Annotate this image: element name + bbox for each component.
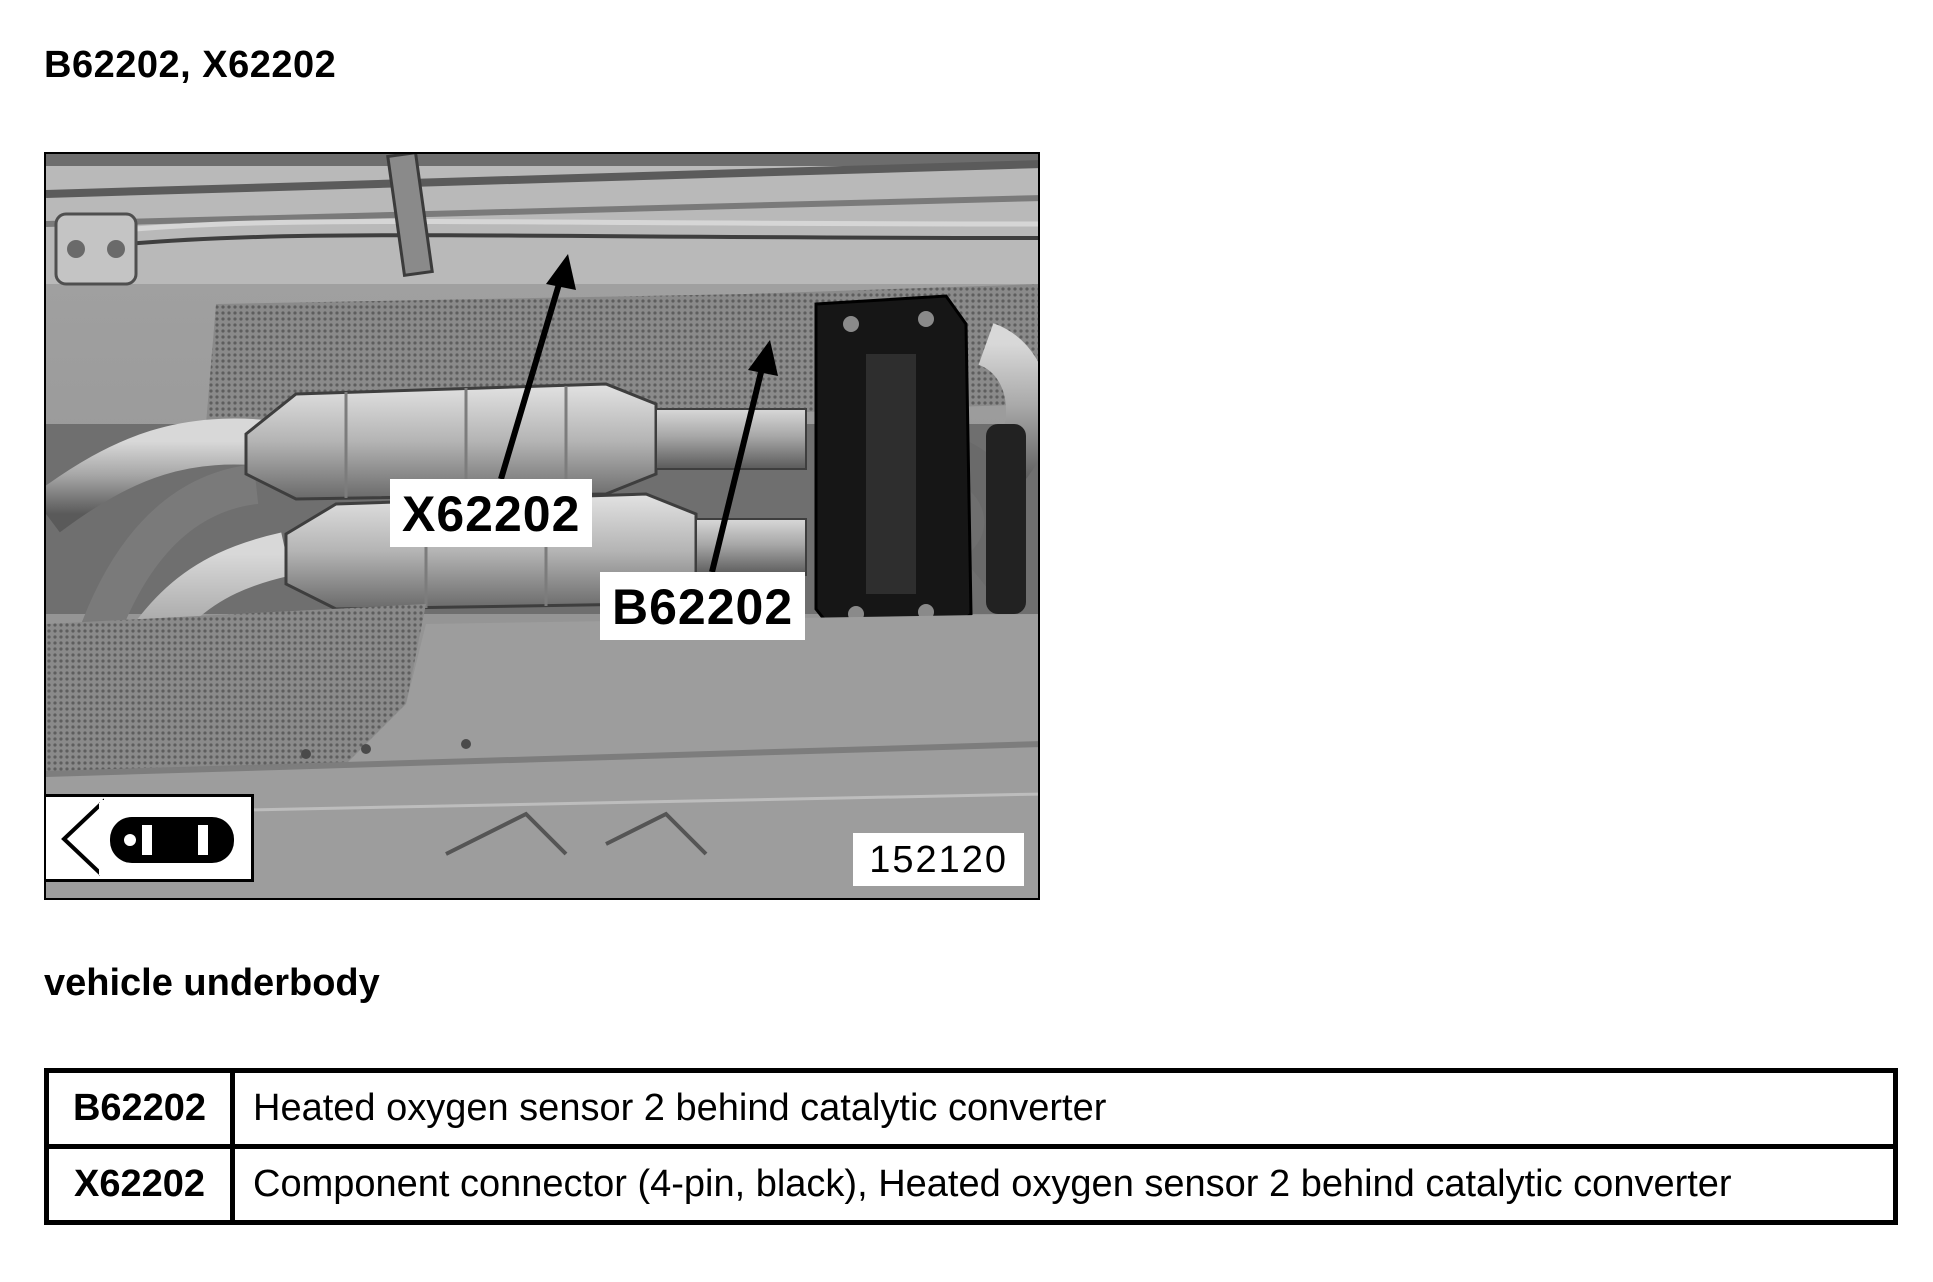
legend-description: Heated oxygen sensor 2 behind catalytic …: [230, 1068, 1898, 1149]
figure-number: 152120: [853, 833, 1024, 886]
underbody-photo: X62202 B62202 152120: [44, 152, 1040, 900]
table-row: X62202 Component connector (4-pin, black…: [44, 1144, 1898, 1225]
figure-caption: vehicle underbody: [44, 962, 380, 1004]
legend-table: B62202 Heated oxygen sensor 2 behind cat…: [44, 1068, 1898, 1225]
legend-code: B62202: [44, 1068, 235, 1149]
table-row: B62202 Heated oxygen sensor 2 behind cat…: [44, 1068, 1898, 1149]
legend-code: X62202: [44, 1144, 235, 1225]
underbody-illustration: [46, 154, 1038, 898]
connector-callout-label: X62202: [390, 479, 593, 547]
page-heading: B62202, X62202: [44, 44, 337, 86]
legend-description: Component connector (4-pin, black), Heat…: [230, 1144, 1898, 1225]
sensor-callout-label: B62202: [600, 572, 806, 640]
vehicle-front-arrow-icon: [61, 798, 250, 880]
orientation-badge: [46, 794, 254, 882]
